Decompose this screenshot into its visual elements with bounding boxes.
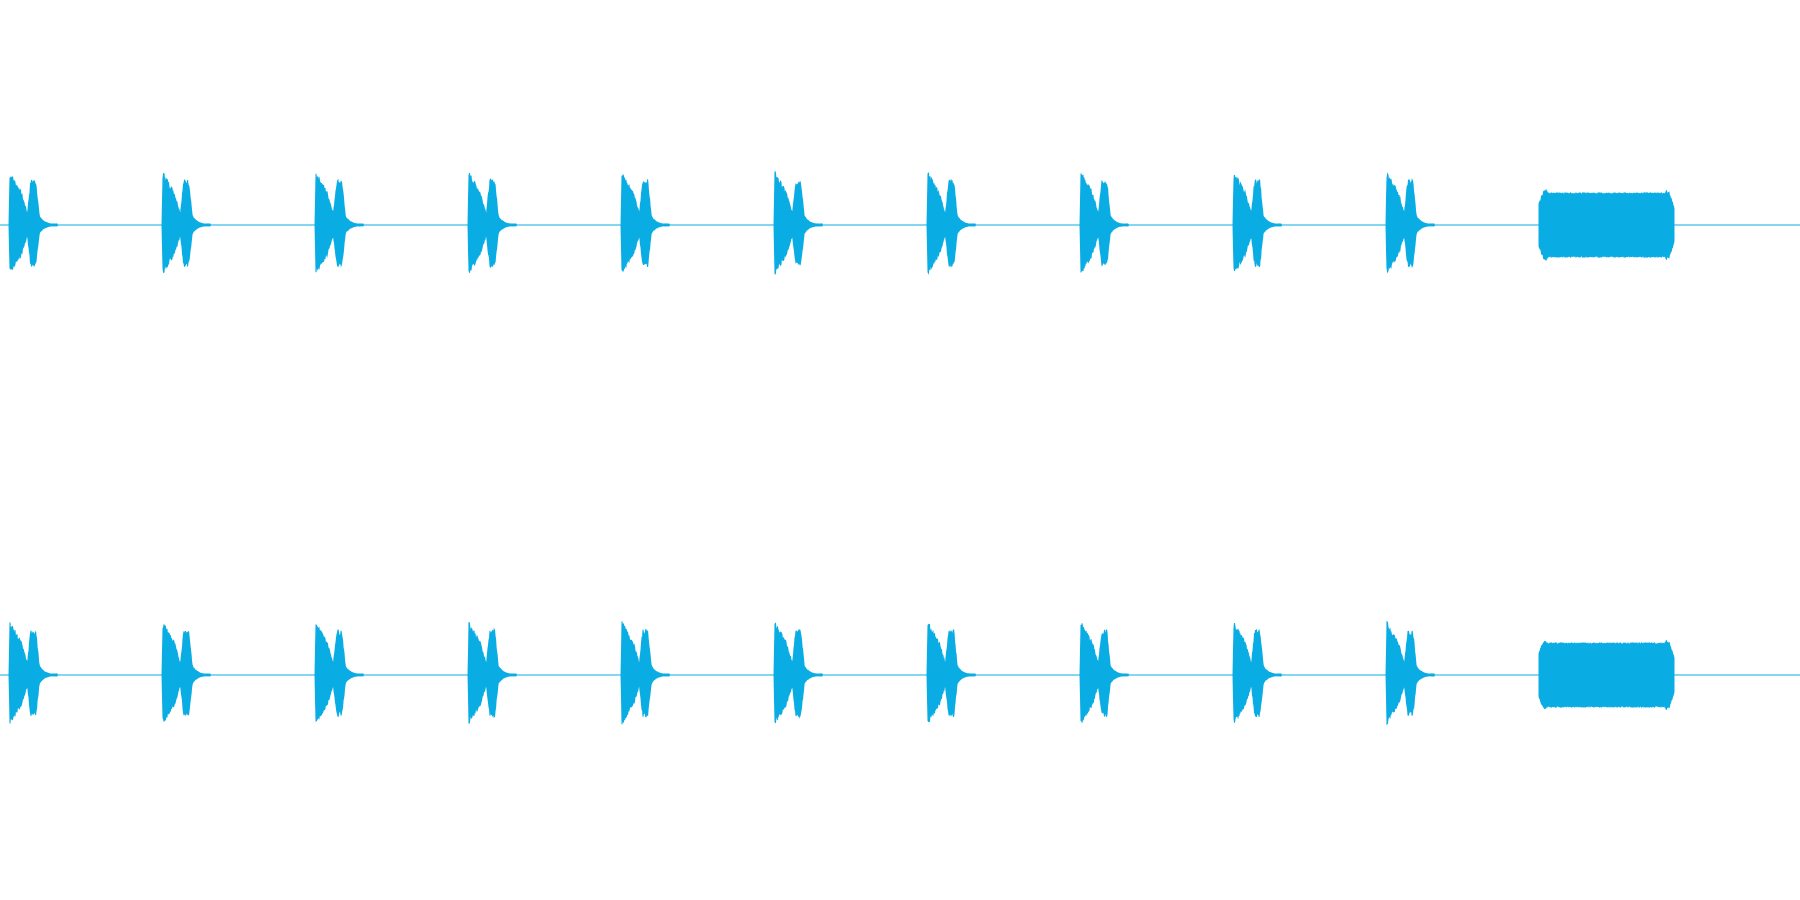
- channel-1-tone-11: [1538, 188, 1675, 262]
- channel-1-beep-4: [467, 172, 518, 273]
- channel-1-beep-3: [314, 173, 365, 273]
- channel-1-beep-8: [1079, 173, 1130, 273]
- channel-2-beep-2: [161, 624, 212, 722]
- channel-2-beep-3: [314, 624, 365, 722]
- channel-1-beep-2: [161, 173, 212, 273]
- channel-2-beep-10: [1385, 620, 1436, 726]
- channel-2-beep-4: [467, 621, 518, 724]
- channel-1-beep-6: [773, 171, 824, 275]
- channel-2-beep-5: [620, 621, 671, 725]
- channel-1: [0, 171, 1800, 275]
- channel-2-beep-8: [1079, 623, 1130, 723]
- channel-2-beep-7: [926, 623, 977, 723]
- channel-2: [0, 620, 1800, 726]
- channel-2-beep-9: [1232, 623, 1283, 723]
- channel-1-beep-1: [8, 176, 59, 270]
- channel-2-tone-11: [1538, 639, 1675, 711]
- channel-2-beep-6: [773, 622, 824, 724]
- channel-2-beep-1: [8, 622, 59, 724]
- channel-1-beep-9: [1232, 174, 1283, 272]
- channel-1-beep-10: [1385, 172, 1436, 274]
- channel-1-beep-5: [620, 174, 671, 272]
- channel-1-beep-7: [926, 172, 977, 275]
